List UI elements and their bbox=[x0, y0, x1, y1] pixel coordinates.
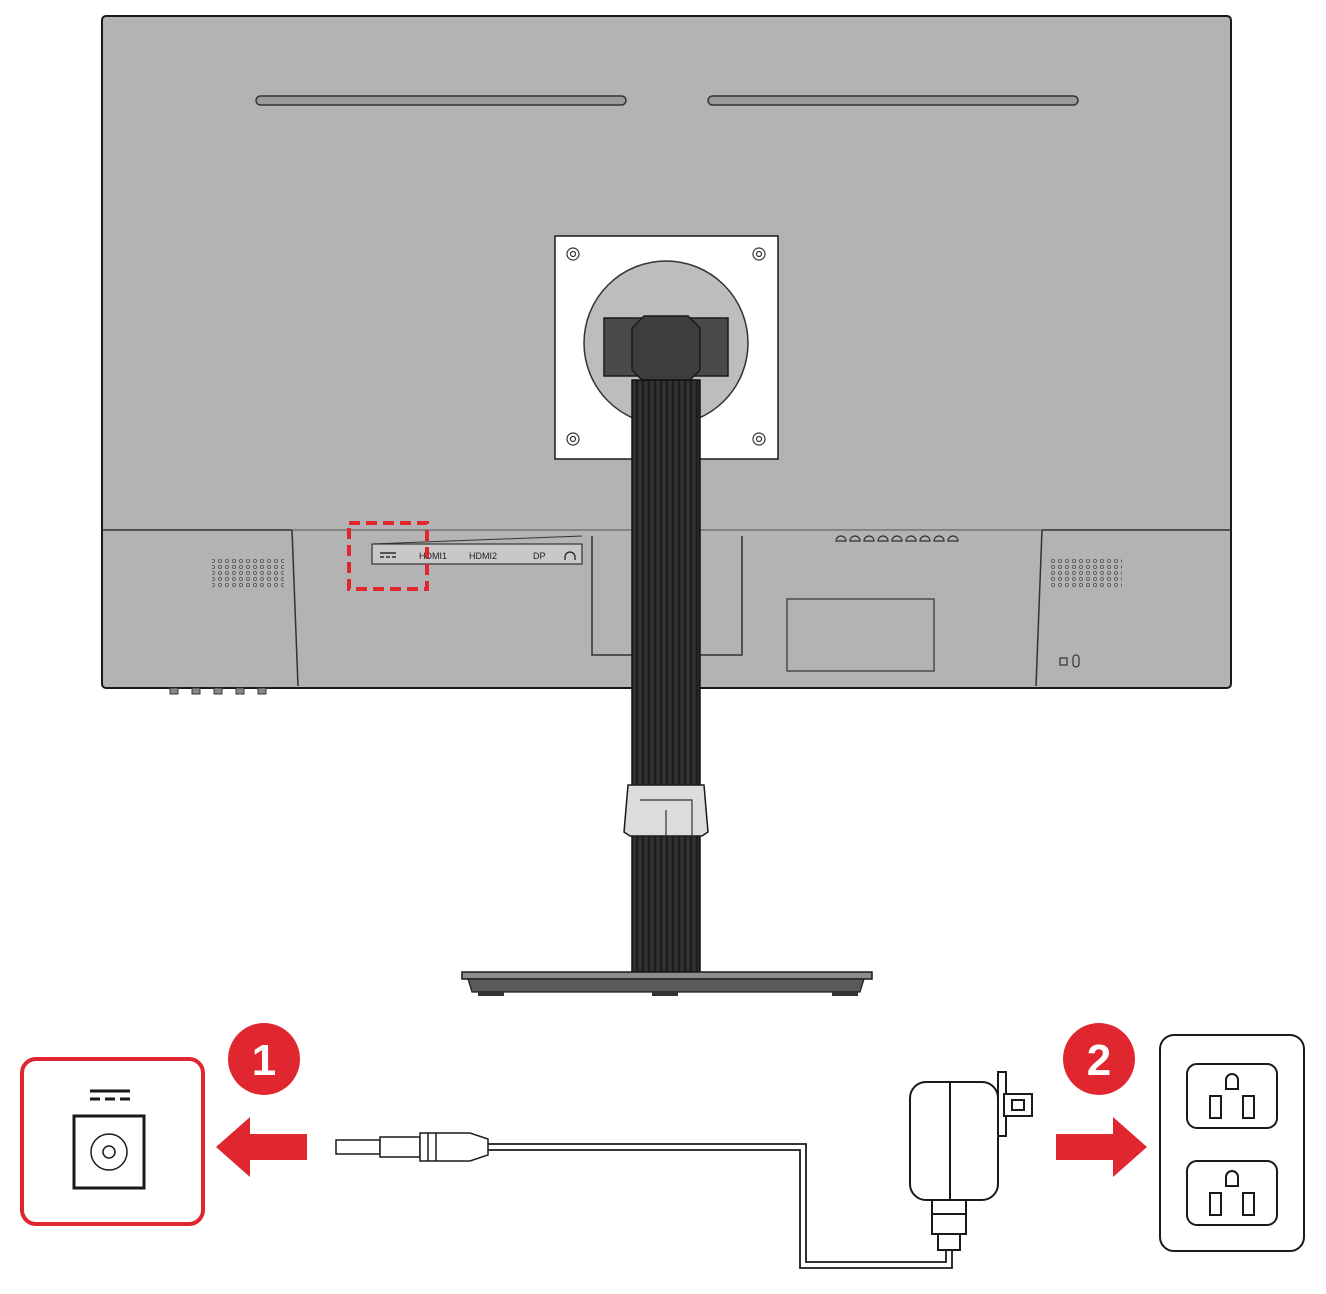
vesa-mount bbox=[554, 235, 779, 460]
power-adapter-icon bbox=[909, 1071, 1033, 1251]
stand-base bbox=[461, 971, 873, 996]
dc-in-highlight-box bbox=[347, 521, 429, 591]
port-labels: HDMI1 HDMI2 DP bbox=[380, 551, 576, 561]
io-port-panel bbox=[371, 543, 583, 565]
wall-outlet-icon bbox=[1159, 1034, 1305, 1252]
headphone-icon bbox=[564, 551, 576, 560]
label-plate bbox=[786, 598, 935, 672]
arrow-left-icon bbox=[216, 1117, 307, 1177]
step-1-number: 1 bbox=[252, 1036, 276, 1085]
control-buttons-top bbox=[835, 535, 959, 542]
step-2-number: 2 bbox=[1087, 1036, 1111, 1085]
speaker-grille-left bbox=[212, 558, 284, 588]
hdmi1-port-label: HDMI1 bbox=[419, 551, 447, 561]
hdmi2-port-label: HDMI2 bbox=[469, 551, 497, 561]
dc-in-port-symbol bbox=[380, 552, 396, 558]
dc-symbol-icon bbox=[90, 1089, 130, 1101]
dc-plug bbox=[335, 1132, 489, 1162]
dc-power-jack-icon bbox=[72, 1114, 146, 1190]
top-vent-left bbox=[255, 95, 627, 106]
step-1-badge: 1 bbox=[228, 1023, 300, 1095]
arrow-right-icon bbox=[1056, 1117, 1147, 1177]
control-buttons-bottom bbox=[169, 687, 267, 695]
outlet-socket-bottom bbox=[1186, 1160, 1278, 1226]
step-2-badge: 2 bbox=[1063, 1023, 1135, 1095]
outlet-socket-top bbox=[1186, 1063, 1278, 1129]
dp-port-label: DP bbox=[533, 551, 546, 561]
power-cable bbox=[488, 1143, 953, 1269]
dc-jack-panel bbox=[20, 1057, 205, 1226]
stand-column bbox=[623, 379, 709, 973]
security-lock-icon bbox=[1059, 654, 1080, 668]
speaker-grille-right bbox=[1050, 558, 1122, 588]
top-vent-right bbox=[707, 95, 1079, 106]
